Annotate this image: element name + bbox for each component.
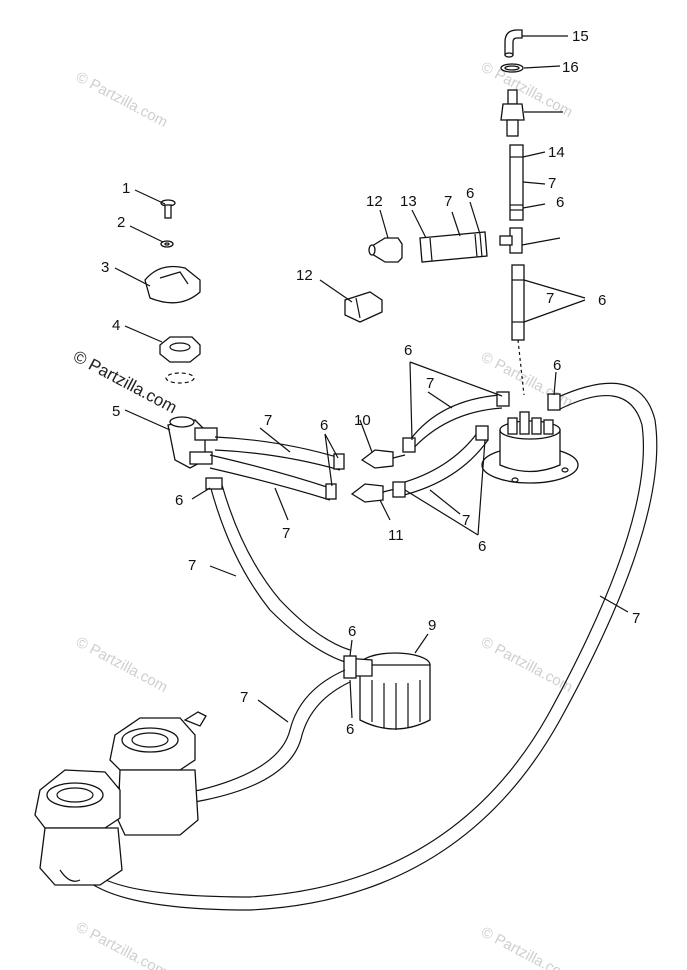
callout-6: 6 — [404, 342, 412, 359]
nut-4 — [159, 336, 201, 384]
callout-11: 12 — [366, 193, 383, 210]
clamps-6 — [325, 453, 345, 500]
tube-lower-7 — [511, 264, 525, 396]
callout-7: 7 — [240, 689, 248, 706]
fuel-filter-8 — [343, 652, 431, 730]
callout-10: 12 — [296, 267, 313, 284]
callout-1: 1 — [122, 180, 130, 197]
watermark-text: © Partzilla.com — [73, 69, 170, 131]
watermark-text: © Partzilla.com — [73, 634, 170, 696]
callout-7: 7 — [444, 193, 452, 210]
callout-6: 6 — [598, 292, 606, 309]
watermark-text: © Partzilla.com — [478, 634, 575, 696]
callout-6: 6 — [175, 492, 183, 509]
watermark-text: © Partzilla.com — [478, 924, 575, 970]
callout-7: 7 — [188, 557, 196, 574]
hose-lower-7 — [209, 454, 331, 501]
hose-to-filter-7 — [205, 477, 351, 663]
cap-3 — [144, 265, 201, 304]
callout-9: 10 — [354, 412, 371, 429]
carburetors — [34, 711, 207, 886]
callout-3: 3 — [101, 259, 109, 276]
callout-7: 7 — [546, 290, 554, 307]
watermark-text: © Partzilla.com — [73, 919, 170, 970]
callout-7: 7 — [548, 175, 556, 192]
callout-12: 13 — [400, 193, 417, 210]
screw-1 — [160, 199, 176, 219]
callout-7: 7 — [264, 412, 272, 429]
callout-6: 6 — [556, 194, 564, 211]
elbow-fitting-13 — [504, 29, 523, 58]
callout-4: 4 — [112, 317, 120, 334]
callout-7: 7 — [426, 375, 434, 392]
washer-2 — [160, 240, 174, 248]
tube-upper-12-7 — [509, 144, 524, 221]
tee-fitting-16 — [499, 227, 523, 254]
bracket-10 — [344, 291, 383, 323]
fuel-pump-sender — [481, 411, 579, 484]
callout-14: 16 — [562, 59, 579, 76]
callout-7: 7 — [462, 512, 470, 529]
clamp-14 — [500, 63, 524, 73]
check-valve-15 — [500, 89, 525, 137]
inline-filter-9-upper — [360, 449, 406, 469]
fitting-11 — [368, 237, 403, 263]
tube-horizontal-12-7 — [419, 231, 488, 263]
hose-to-pump-upper-7 — [402, 391, 510, 453]
callout-2: 2 — [117, 214, 125, 231]
hose-to-pump-lower-7 — [392, 425, 489, 498]
callout-9: 11 — [388, 527, 404, 544]
callout-7: 7 — [632, 610, 640, 627]
callout-13: 15 — [572, 28, 589, 45]
callout-7: 7 — [282, 525, 290, 542]
callout-6: 6 — [320, 417, 328, 434]
fuel-fitting-5 — [167, 416, 218, 469]
leader-lines — [114, 35, 629, 723]
callout-6: 6 — [466, 185, 474, 202]
inline-filter-9-lower — [350, 483, 396, 503]
callout-5: 5 — [112, 403, 120, 420]
callout-6: 6 — [478, 538, 486, 555]
hose-return-7 — [69, 382, 658, 911]
callout-8: 9 — [428, 617, 436, 634]
callout-12: 14 — [548, 144, 565, 161]
callout-6: 6 — [348, 623, 356, 640]
callout-labels: 15 16 14 7 6 7 6 12 13 7 6 1 2 3 4 12 5 … — [101, 28, 640, 738]
callout-6: 6 — [553, 357, 561, 374]
callout-6: 6 — [346, 721, 354, 738]
